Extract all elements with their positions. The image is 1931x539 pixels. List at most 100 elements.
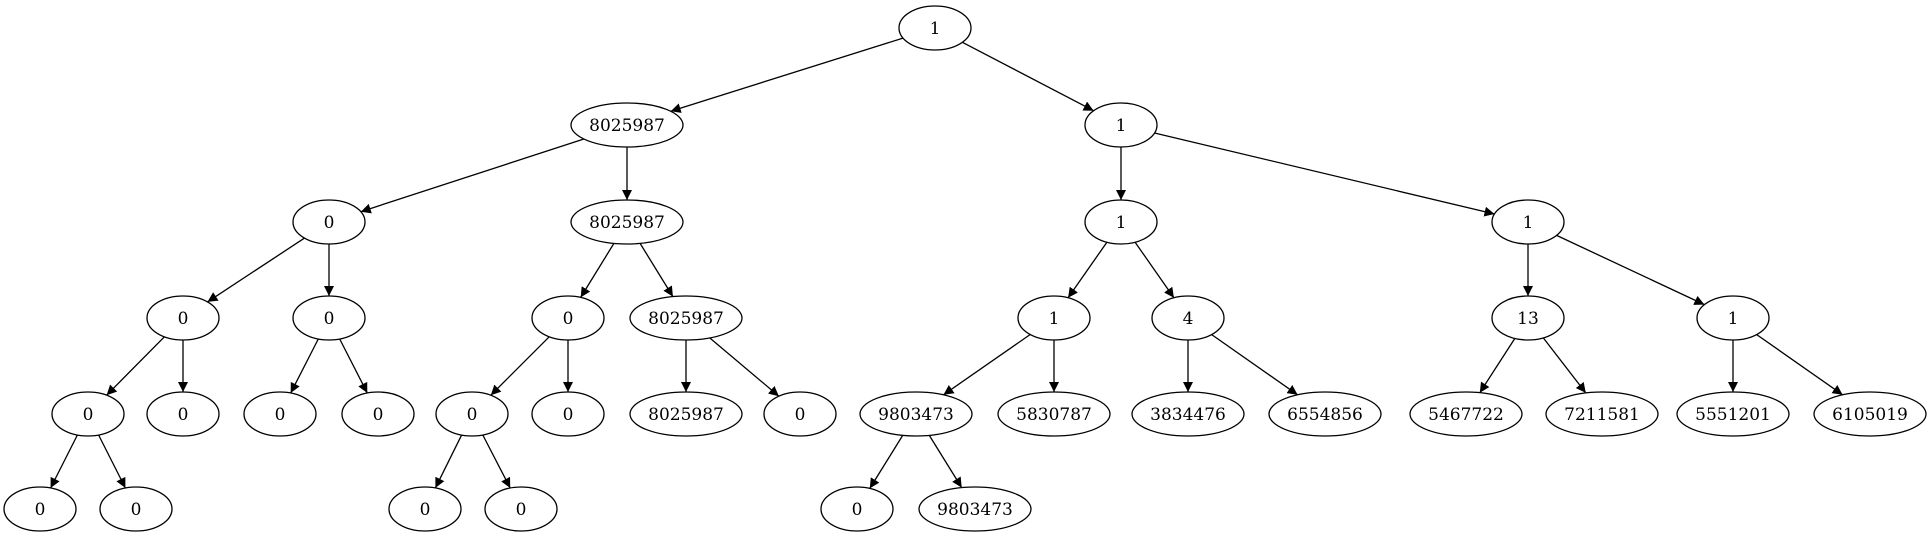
tree-node-n19: 0 (341, 391, 415, 437)
tree-node-n36: 0 (820, 486, 894, 532)
edge-n20-n34 (434, 434, 463, 489)
edge-n3-n7 (1154, 132, 1495, 217)
node-label: 0 (324, 213, 335, 233)
node-label: 0 (275, 405, 286, 425)
tree-node-n16: 0 (51, 391, 125, 437)
edge-n5-n10 (580, 243, 615, 298)
node-ellipse (898, 5, 972, 51)
edge-n24-n36 (869, 435, 904, 489)
tree-node-n11: 8025987 (629, 295, 743, 341)
node-label: 0 (852, 500, 863, 520)
edge-n6-n13 (1134, 241, 1175, 299)
tree-node-n5: 8025987 (570, 199, 684, 245)
node-label: 0 (467, 405, 478, 425)
node-ellipse (997, 391, 1111, 437)
tree-node-n34: 0 (388, 486, 462, 532)
edge-line (1756, 334, 1843, 396)
node-ellipse (99, 486, 173, 532)
node-ellipse (1813, 391, 1927, 437)
tree-node-n29: 7211581 (1545, 391, 1659, 437)
tree-node-n30: 5551201 (1676, 391, 1790, 437)
edge-n24-n37 (928, 435, 963, 488)
tree-node-n24: 9803473 (859, 391, 973, 437)
edge-n11-n23 (709, 337, 780, 397)
node-ellipse (3, 486, 77, 532)
edge-line (50, 434, 78, 489)
node-label: 0 (516, 500, 527, 520)
edge-line (360, 138, 585, 214)
tree-node-n14: 13 (1491, 295, 1565, 341)
edge-n1-n2 (670, 37, 904, 113)
tree-node-n31: 6105019 (1813, 391, 1927, 437)
node-label: 0 (178, 309, 189, 329)
node-label: 5551201 (1695, 405, 1771, 425)
edge-line (928, 435, 963, 488)
tree-node-n25: 5830787 (997, 391, 1111, 437)
tree-node-n35: 0 (484, 486, 558, 532)
edge-n6-n12 (1067, 241, 1108, 299)
node-ellipse (763, 391, 837, 437)
node-ellipse (146, 391, 220, 437)
node-label: 0 (373, 405, 384, 425)
node-ellipse (918, 486, 1032, 532)
node-label: 1 (930, 19, 941, 39)
node-label: 5830787 (1016, 405, 1092, 425)
node-ellipse (243, 391, 317, 437)
node-ellipse (531, 391, 605, 437)
tree-node-n26: 3834476 (1131, 391, 1245, 437)
edge-line (1134, 241, 1175, 299)
node-label: 6105019 (1832, 405, 1908, 425)
edge-line (962, 41, 1094, 112)
node-ellipse (1545, 391, 1659, 437)
edge-n1-n3 (962, 41, 1094, 112)
edge-line (670, 37, 904, 113)
tree-node-n15: 1 (1696, 295, 1770, 341)
node-label: 0 (131, 500, 142, 520)
node-label: 0 (83, 405, 94, 425)
node-label: 0 (35, 500, 46, 520)
node-ellipse (1491, 199, 1565, 245)
node-label: 3834476 (1150, 405, 1226, 425)
node-ellipse (1696, 295, 1770, 341)
tree-node-n6: 1 (1084, 199, 1158, 245)
tree-node-n3: 1 (1084, 102, 1158, 148)
node-label: 0 (420, 500, 431, 520)
edge-n9-n19 (339, 338, 368, 394)
edge-n16-n32 (50, 434, 78, 489)
node-label: 8025987 (589, 213, 665, 233)
edge-n2-n4 (360, 138, 585, 214)
edge-line (1479, 338, 1516, 394)
tree-node-n22: 8025987 (629, 391, 743, 437)
edge-line (207, 237, 305, 303)
tree-node-n28: 5467722 (1409, 391, 1523, 437)
edge-n20-n35 (482, 434, 511, 489)
tree-node-n2: 8025987 (570, 102, 684, 148)
node-label: 8025987 (589, 116, 665, 136)
node-label: 0 (563, 405, 574, 425)
node-ellipse (1676, 391, 1790, 437)
node-ellipse (484, 486, 558, 532)
node-ellipse (570, 102, 684, 148)
edge-line (709, 337, 780, 397)
tree-node-n13: 4 (1151, 295, 1225, 341)
node-label: 6554856 (1287, 405, 1363, 425)
node-label: 0 (563, 309, 574, 329)
node-ellipse (1268, 391, 1382, 437)
edge-n8-n16 (106, 336, 165, 396)
node-label: 9803473 (878, 405, 954, 425)
node-ellipse (1084, 199, 1158, 245)
tree-node-n4: 0 (292, 199, 366, 245)
node-label: 7211581 (1564, 405, 1640, 425)
tree-node-n37: 9803473 (918, 486, 1032, 532)
tree-node-n21: 0 (531, 391, 605, 437)
node-ellipse (1084, 102, 1158, 148)
tree-node-n33: 0 (99, 486, 173, 532)
node-ellipse (820, 486, 894, 532)
node-ellipse (531, 295, 605, 341)
node-label: 8025987 (648, 405, 724, 425)
edge-n13-n27 (1211, 334, 1298, 396)
tree-node-n27: 6554856 (1268, 391, 1382, 437)
node-label: 0 (178, 405, 189, 425)
edge-line (482, 434, 511, 489)
edge-line (106, 336, 165, 396)
